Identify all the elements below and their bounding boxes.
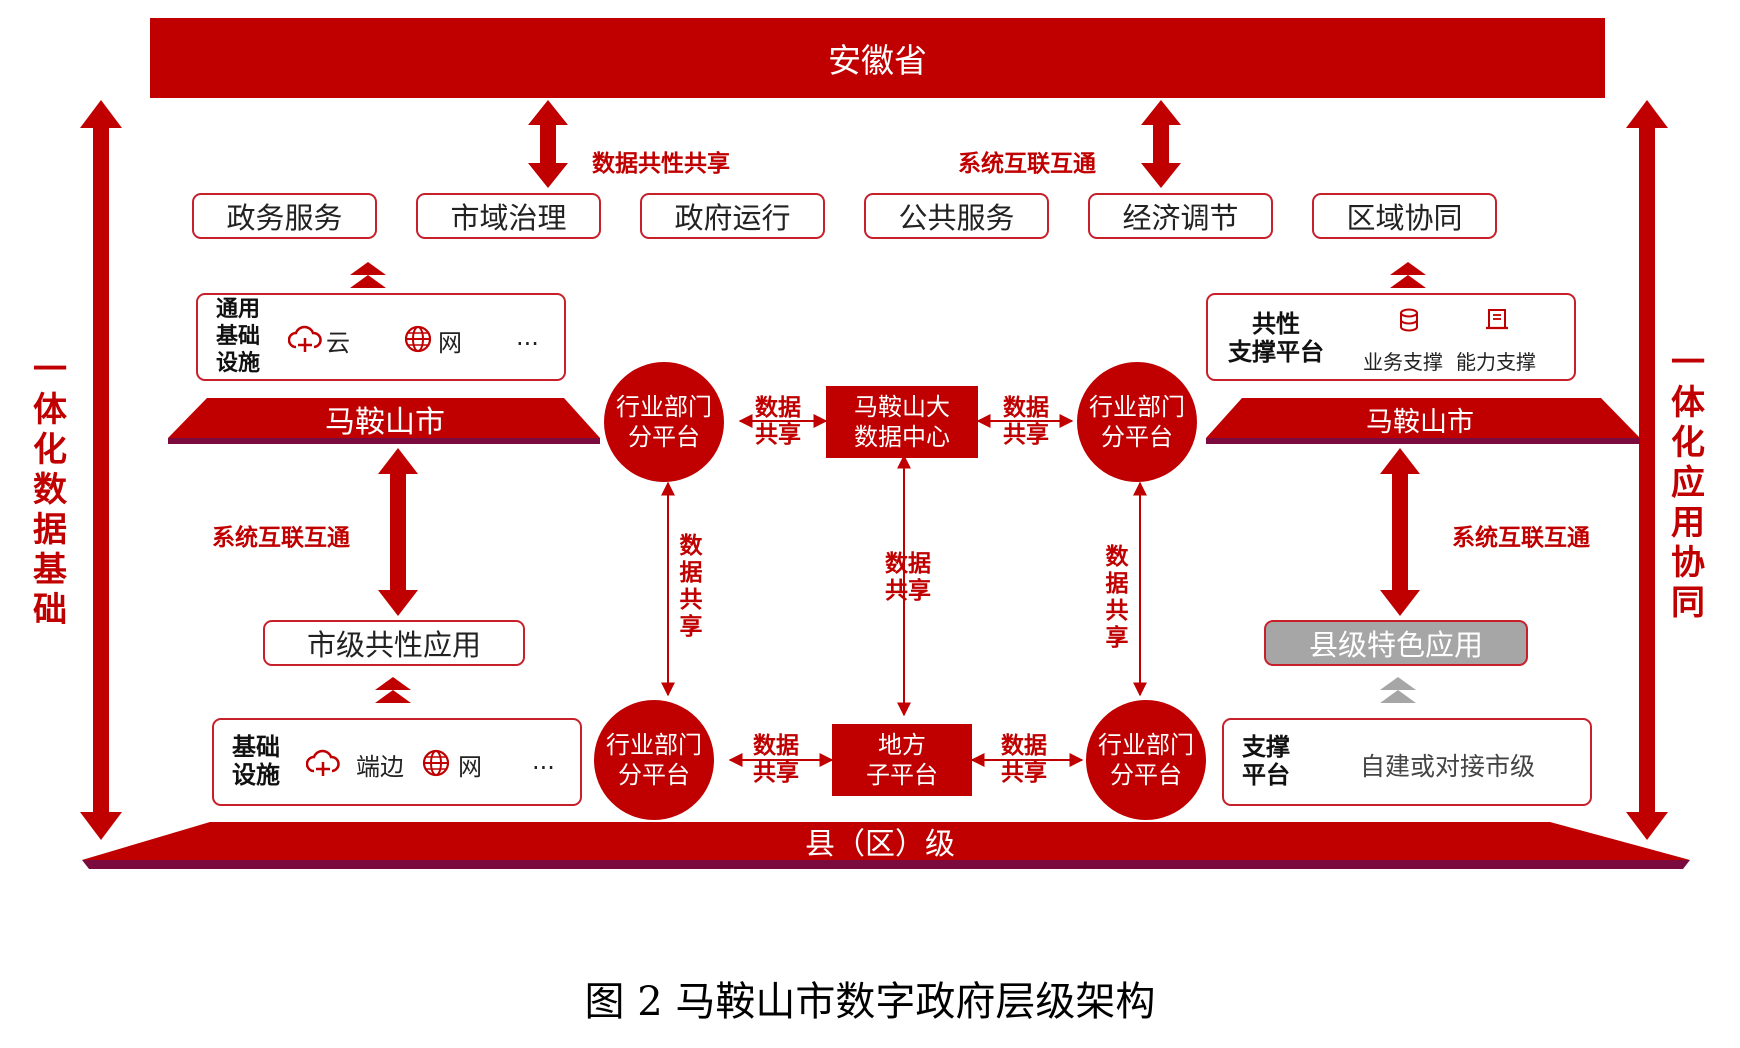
city-right-name: 马鞍山市 [1366, 406, 1474, 438]
right-side-label: 一体化应用协同 [1671, 343, 1705, 623]
city-infra-more: ... [516, 323, 539, 351]
cloud-icon [306, 749, 340, 776]
county-local-sub-platform: 地方 子平台 [832, 724, 972, 796]
database-icon [1400, 308, 1418, 332]
city-right-platform [1206, 398, 1640, 438]
service-box: 区域协同 [1312, 193, 1497, 239]
up-chevron [1390, 262, 1426, 288]
city-infra-item-network: 网 [438, 329, 462, 357]
city-platform-title: 共性 支撑平台 [1228, 310, 1324, 366]
service-box: 经济调节 [1088, 193, 1273, 239]
right-side-arrow [1626, 100, 1668, 840]
service-box: 公共服务 [864, 193, 1049, 239]
city-platform-item-business: 业务支撑 [1363, 350, 1443, 374]
city-platform-box: 共性 支撑平台 业务支撑 能力支撑 [1206, 293, 1576, 381]
county-share-label-left: 数据 共享 [753, 733, 799, 786]
county-feature-app-box: 县级特色应用 [1264, 620, 1528, 666]
city-share-label-right: 数据 共享 [1003, 395, 1049, 448]
city-common-app-box: 市级共性应用 [263, 620, 525, 666]
middle-left-link-label: 系统互联互通 [212, 525, 350, 551]
top-left-link-label: 数据共性共享 [592, 151, 730, 177]
up-chevron [375, 677, 411, 703]
county-platform [82, 822, 1690, 860]
city-big-data-center: 马鞍山大 数据中心 [826, 386, 978, 458]
county-support-box: 支撑 平台 自建或对接市级 [1222, 718, 1592, 806]
city-left-platform [168, 398, 600, 438]
county-infra-more: ... [532, 747, 555, 775]
vertical-share-label-right: 数据共享 [1105, 544, 1129, 651]
left-middle-double-arrow [378, 448, 418, 616]
vertical-share-label-center: 数据 共享 [885, 551, 931, 604]
city-platform-item-capability: 能力支撑 [1456, 350, 1536, 374]
top-left-double-arrow [528, 100, 568, 188]
county-infra-item-network: 网 [458, 753, 482, 781]
county-infra-box: 基础 设施 端边 网 ... [212, 718, 582, 806]
globe-icon [404, 325, 432, 353]
county-support-text: 自建或对接市级 [1360, 752, 1536, 781]
right-middle-double-arrow [1380, 448, 1420, 616]
county-name: 县（区）级 [805, 827, 955, 862]
city-left-name: 马鞍山市 [325, 405, 445, 440]
document-icon [1486, 309, 1508, 330]
cloud-icon [288, 325, 322, 352]
county-dept-platform-right: 行业部门 分平台 [1086, 700, 1206, 820]
top-right-link-label: 系统互联互通 [958, 151, 1096, 177]
figure-caption: 图 2 马鞍山市数字政府层级架构 [584, 979, 1156, 1025]
county-dept-platform-left: 行业部门 分平台 [594, 700, 714, 820]
city-infra-item-cloud: 云 [326, 329, 350, 357]
up-chevron [350, 262, 386, 288]
up-chevron-gray [1380, 677, 1416, 703]
globe-icon [422, 749, 450, 777]
county-share-label-right: 数据 共享 [1001, 733, 1047, 786]
county-support-title: 支撑 平台 [1242, 733, 1290, 789]
province-bar: 安徽省 [150, 18, 1605, 98]
vertical-share-label-left: 数据共享 [679, 533, 703, 640]
county-infra-item-edge: 端边 [356, 753, 404, 781]
city-share-label-left: 数据 共享 [755, 395, 801, 448]
city-infra-title: 通用 基础 设施 [216, 297, 261, 376]
service-box: 市域治理 [416, 193, 601, 239]
service-box: 政务服务 [192, 193, 377, 239]
middle-right-link-label: 系统互联互通 [1452, 525, 1590, 551]
left-side-arrow [80, 100, 122, 840]
left-side-label: 一体化数据基础 [33, 350, 67, 630]
county-infra-title: 基础 设施 [232, 733, 280, 789]
city-dept-platform-right: 行业部门 分平台 [1077, 362, 1197, 482]
city-infra-box: 通用 基础 设施 云 网 ... [196, 293, 566, 381]
city-dept-platform-left: 行业部门 分平台 [604, 362, 724, 482]
top-right-double-arrow [1141, 100, 1181, 188]
service-box: 政府运行 [640, 193, 825, 239]
